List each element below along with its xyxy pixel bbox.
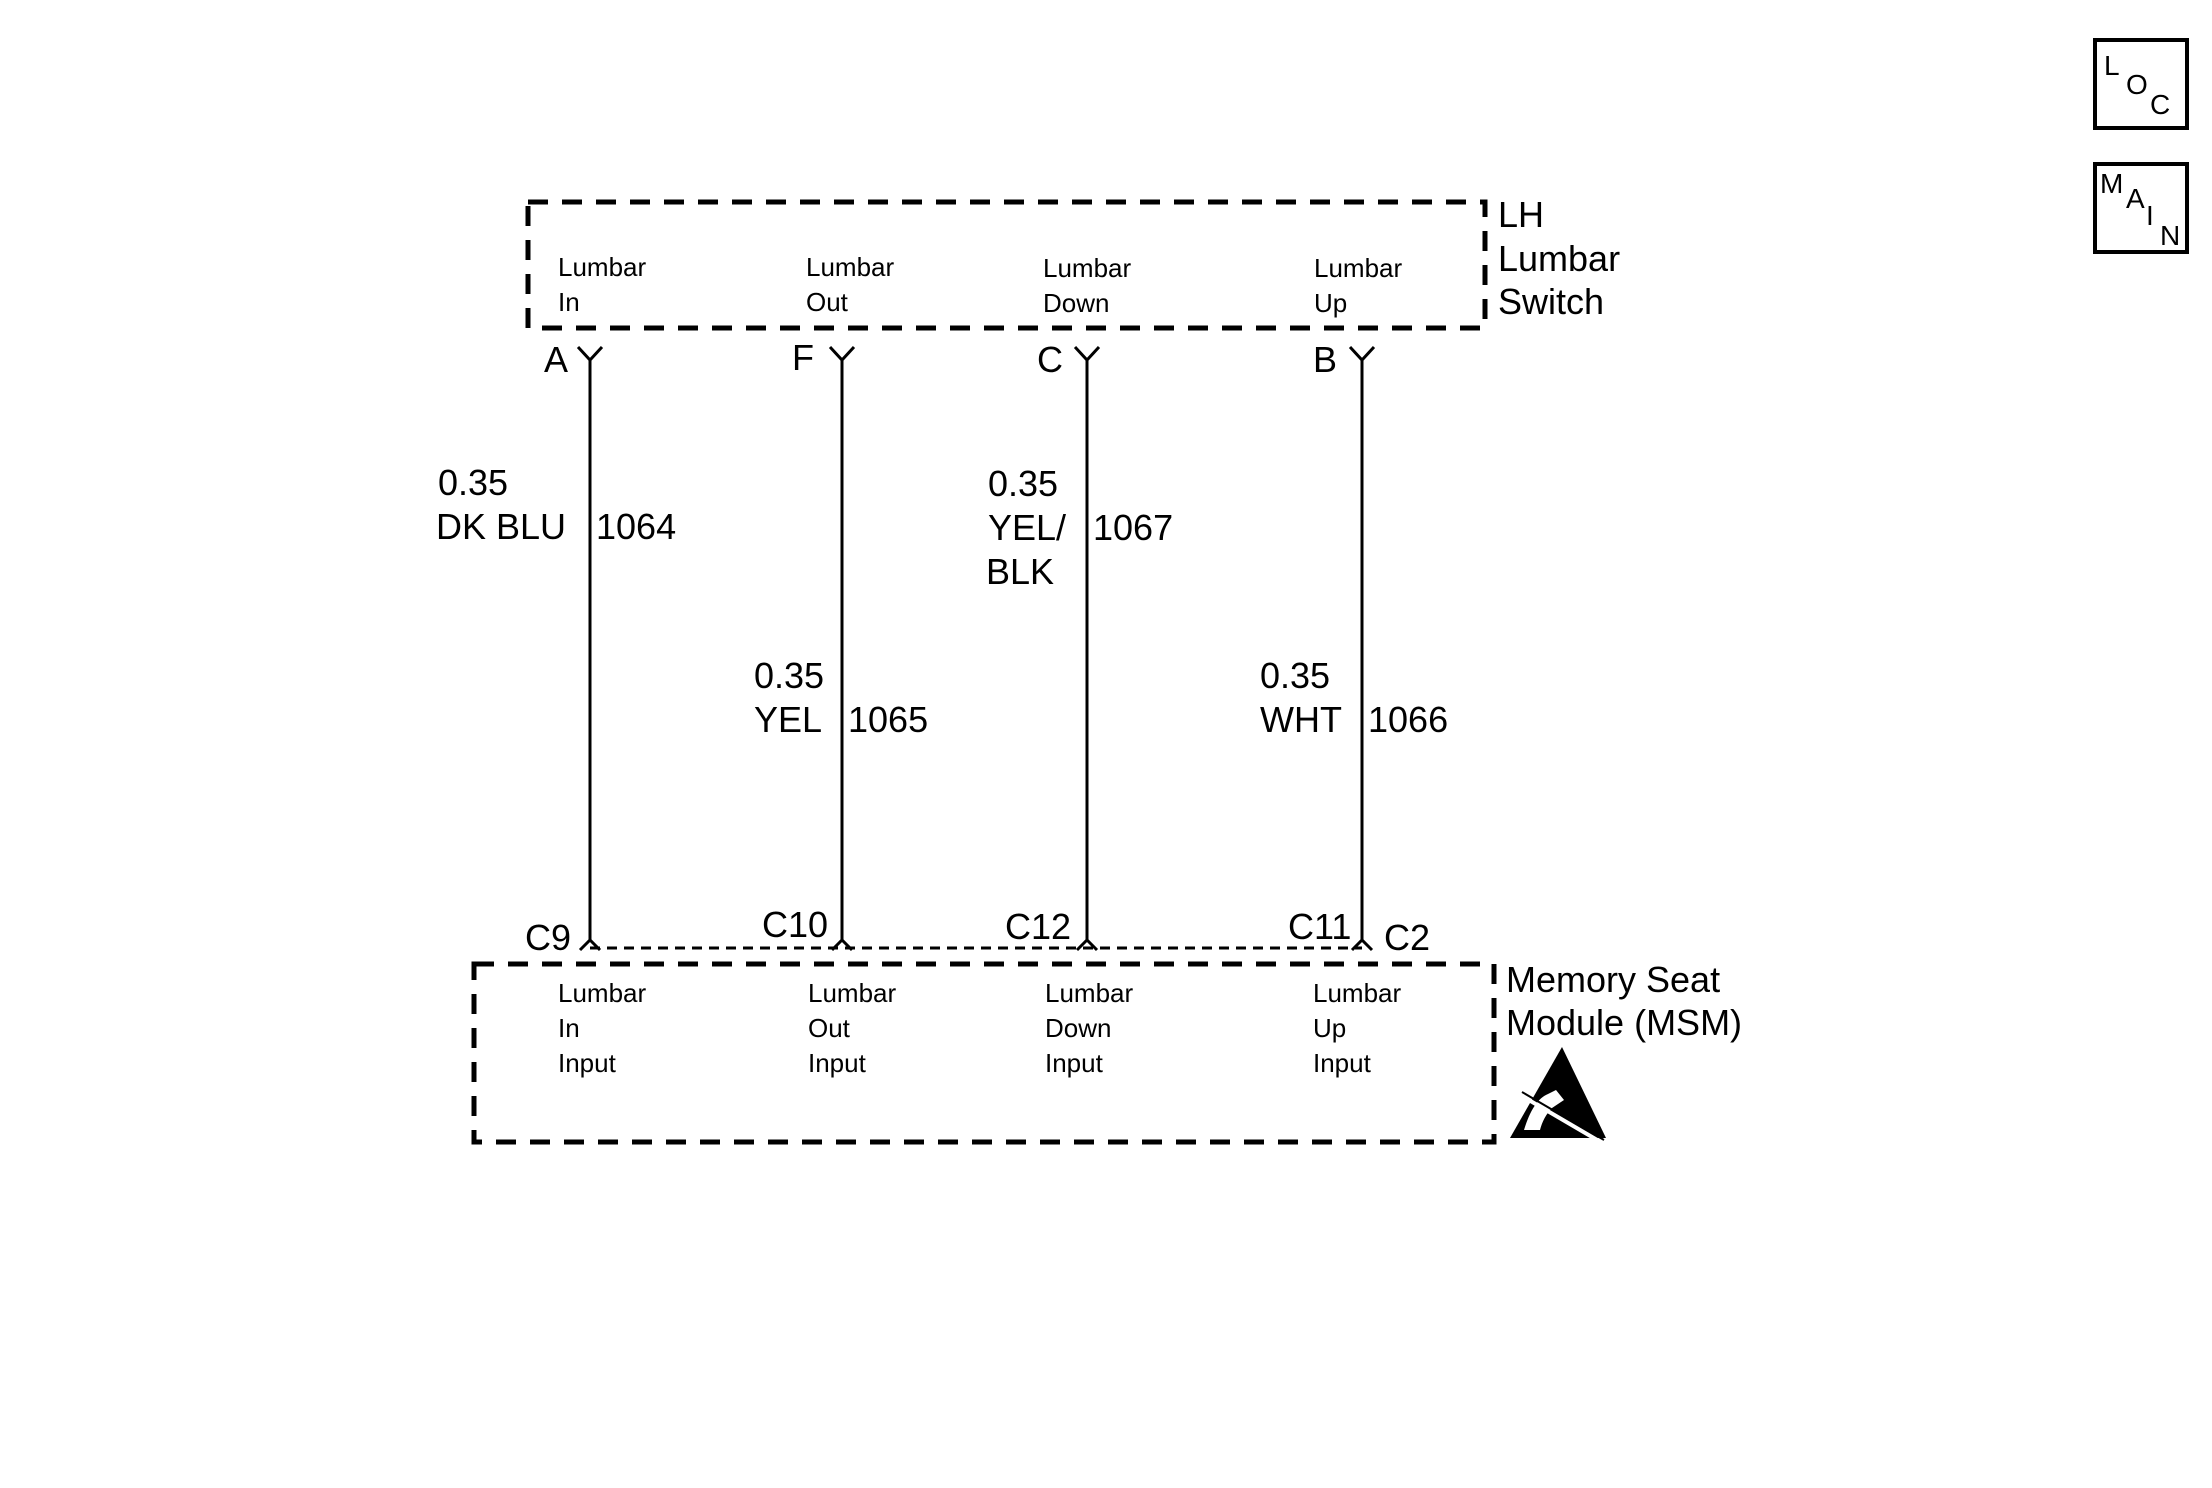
module-extra-pin-c2: C2 [1384, 917, 1430, 958]
pin-label-c12: C12 [1005, 906, 1071, 947]
loc-letter-c: C [2150, 89, 2170, 120]
module-function-out-line-3: Input [808, 1048, 867, 1078]
switch-name-line-1: LH [1498, 194, 1544, 235]
wire-1065 [828, 345, 856, 952]
module-function-down-line-1: Lumbar [1045, 978, 1133, 1008]
pin-label-b: B [1313, 339, 1337, 380]
wire-1066 [1348, 345, 1376, 952]
switch-function-out-line-2: Out [806, 287, 849, 317]
pin-label-f: F [792, 337, 814, 378]
wire-1067 [1073, 345, 1101, 952]
wire-1065-gauge: 0.35 [754, 655, 824, 696]
wire-1067-color-line-1: YEL/ [988, 507, 1066, 548]
memory-seat-module: Memory Seat Module (MSM) C2 Lumbar In In… [471, 917, 1742, 1146]
loc-letter-o: O [2126, 69, 2148, 100]
switch-function-down-line-1: Lumbar [1043, 253, 1131, 283]
module-function-in-line-2: In [558, 1013, 580, 1043]
switch-function-out-line-1: Lumbar [806, 252, 894, 282]
module-function-up-line-1: Lumbar [1313, 978, 1401, 1008]
main-letter-a: A [2126, 183, 2145, 214]
module-function-down-line-3: Input [1045, 1048, 1104, 1078]
module-name-line-2: Module (MSM) [1506, 1002, 1742, 1043]
wire-1065-circuit: 1065 [848, 699, 928, 740]
wire-1064-color: DK BLU [436, 506, 566, 547]
module-function-up-line-2: Up [1313, 1013, 1346, 1043]
wire-1066-circuit: 1066 [1368, 699, 1448, 740]
pin-label-c11: C11 [1288, 906, 1351, 947]
switch-function-in-line-2: In [558, 287, 580, 317]
wire-1067-gauge: 0.35 [988, 463, 1058, 504]
switch-function-down-line-2: Down [1043, 288, 1109, 318]
loc-letter-l: L [2104, 50, 2120, 81]
wire-1064 [576, 345, 604, 952]
main-letter-n: N [2160, 220, 2180, 251]
switch-function-in-line-1: Lumbar [558, 252, 646, 282]
switch-name-line-3: Switch [1498, 281, 1604, 322]
lh-lumbar-switch: LH Lumbar Switch Lumbar In Lumbar Out Lu… [525, 194, 1620, 331]
switch-function-up-line-1: Lumbar [1314, 253, 1402, 283]
module-function-up-line-3: Input [1313, 1048, 1372, 1078]
module-function-down-line-2: Down [1045, 1013, 1111, 1043]
wire-1066-color: WHT [1260, 699, 1342, 740]
pin-label-c9: C9 [525, 917, 571, 958]
esd-sensitive-icon [1510, 1047, 1606, 1146]
pin-label-a: A [544, 339, 568, 380]
switch-name-line-2: Lumbar [1498, 238, 1620, 279]
wire-1067-circuit: 1067 [1093, 507, 1173, 548]
wire-1067-color-line-2: BLK [986, 551, 1054, 592]
main-nav-button[interactable]: M A I N [2093, 162, 2189, 254]
main-letter-i: I [2146, 200, 2154, 231]
wire-1064-circuit: 1064 [596, 506, 676, 547]
module-function-in-line-3: Input [558, 1048, 617, 1078]
loc-nav-button[interactable]: L O C [2093, 38, 2189, 130]
wire-1065-color: YEL [754, 699, 822, 740]
main-letter-m: M [2100, 168, 2123, 199]
module-function-out-line-2: Out [808, 1013, 851, 1043]
wire-1066-gauge: 0.35 [1260, 655, 1330, 696]
module-function-in-line-1: Lumbar [558, 978, 646, 1008]
module-name-line-1: Memory Seat [1506, 959, 1720, 1000]
pin-label-c: C [1037, 339, 1063, 380]
pin-label-c10: C10 [762, 904, 828, 945]
wire-1064-gauge: 0.35 [438, 462, 508, 503]
switch-function-up-line-2: Up [1314, 288, 1347, 318]
module-function-out-line-1: Lumbar [808, 978, 896, 1008]
